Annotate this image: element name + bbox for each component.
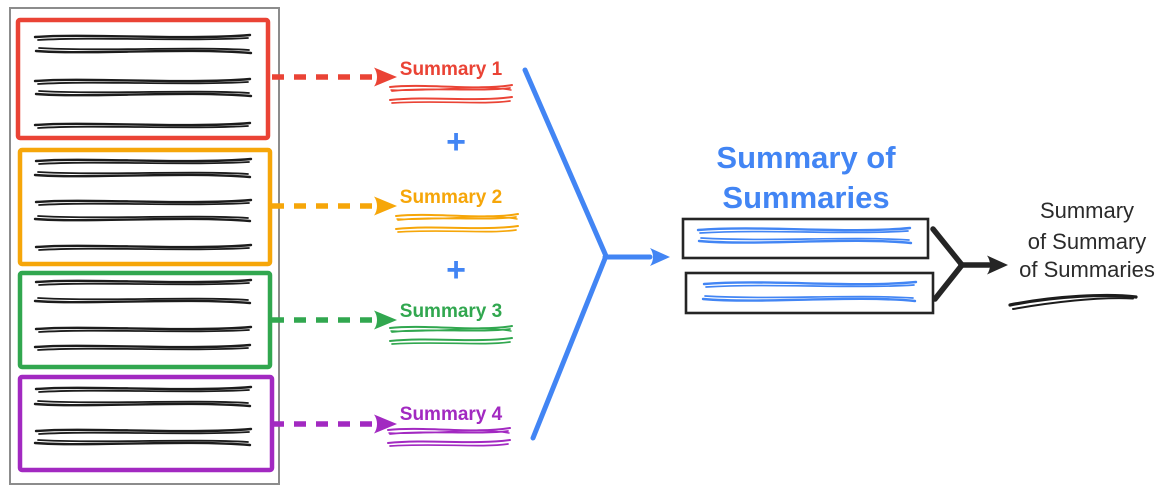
plus-sign-1: + xyxy=(446,123,466,161)
document-1-border xyxy=(15,17,271,141)
arrowhead-icon xyxy=(374,310,397,330)
summary-box-1-scribbles xyxy=(696,226,913,245)
summary-2-scribble xyxy=(395,213,519,233)
documents-panel xyxy=(9,7,280,485)
summary-3: Summary 3 xyxy=(389,301,513,345)
arrow-document-1-to-summary-1 xyxy=(272,67,397,87)
document-1-text-scribbles xyxy=(33,33,253,130)
summary-1-label: Summary 1 xyxy=(400,59,503,80)
arrowhead-icon xyxy=(374,414,397,434)
document-2-text-scribbles xyxy=(33,157,253,252)
final-summary-scribble xyxy=(1008,293,1138,310)
summary-3-label: Summary 3 xyxy=(400,301,502,322)
final-summary-line3: of Summaries xyxy=(1019,257,1155,282)
summary-4-scribble xyxy=(387,427,511,447)
merge-arrow-black xyxy=(930,226,1008,302)
document-2 xyxy=(17,147,273,267)
summaries-column: Summary 1 + Summary 2 + Summary 3 xyxy=(272,59,519,447)
arrow-document-4-to-summary-4 xyxy=(272,414,397,434)
summary-1: Summary 1 xyxy=(389,59,513,104)
document-3-border xyxy=(17,270,273,370)
document-3 xyxy=(17,270,273,370)
plus-sign-2: + xyxy=(446,251,466,289)
summary-3-scribble xyxy=(389,325,513,345)
summary-4: Summary 4 xyxy=(387,404,511,447)
document-4 xyxy=(17,374,275,473)
merge-arrow-blue xyxy=(522,67,670,441)
documents-frame xyxy=(9,7,280,485)
summary-of-summaries-title-line2: Summaries xyxy=(722,180,889,215)
final-summary: Summary of Summary of Summaries xyxy=(1008,198,1155,310)
document-2-border xyxy=(17,147,273,267)
summary-box-2-scribbles xyxy=(701,280,918,303)
summary-of-summaries-title-line1: Summary of xyxy=(716,140,896,175)
final-summary-line2: of Summary xyxy=(1028,229,1147,254)
summary-2: Summary 2 xyxy=(395,187,519,233)
summary-box-1 xyxy=(681,217,930,260)
summary-of-summaries: Summary of Summaries xyxy=(681,140,935,315)
summary-4-label: Summary 4 xyxy=(400,404,503,425)
document-1 xyxy=(15,17,271,141)
arrowhead-icon xyxy=(650,248,670,266)
arrowhead-icon xyxy=(374,67,397,87)
arrow-document-3-to-summary-3 xyxy=(272,310,397,330)
summary-1-scribble xyxy=(389,84,513,104)
arrow-document-2-to-summary-2 xyxy=(272,196,397,216)
document-4-text-scribbles xyxy=(33,385,253,447)
arrowhead-icon xyxy=(987,255,1008,275)
arrowhead-icon xyxy=(374,196,397,216)
summary-box-2 xyxy=(684,271,935,315)
final-summary-line1: Summary xyxy=(1040,198,1134,223)
document-3-text-scribbles xyxy=(33,278,253,352)
summary-2-label: Summary 2 xyxy=(400,187,502,208)
